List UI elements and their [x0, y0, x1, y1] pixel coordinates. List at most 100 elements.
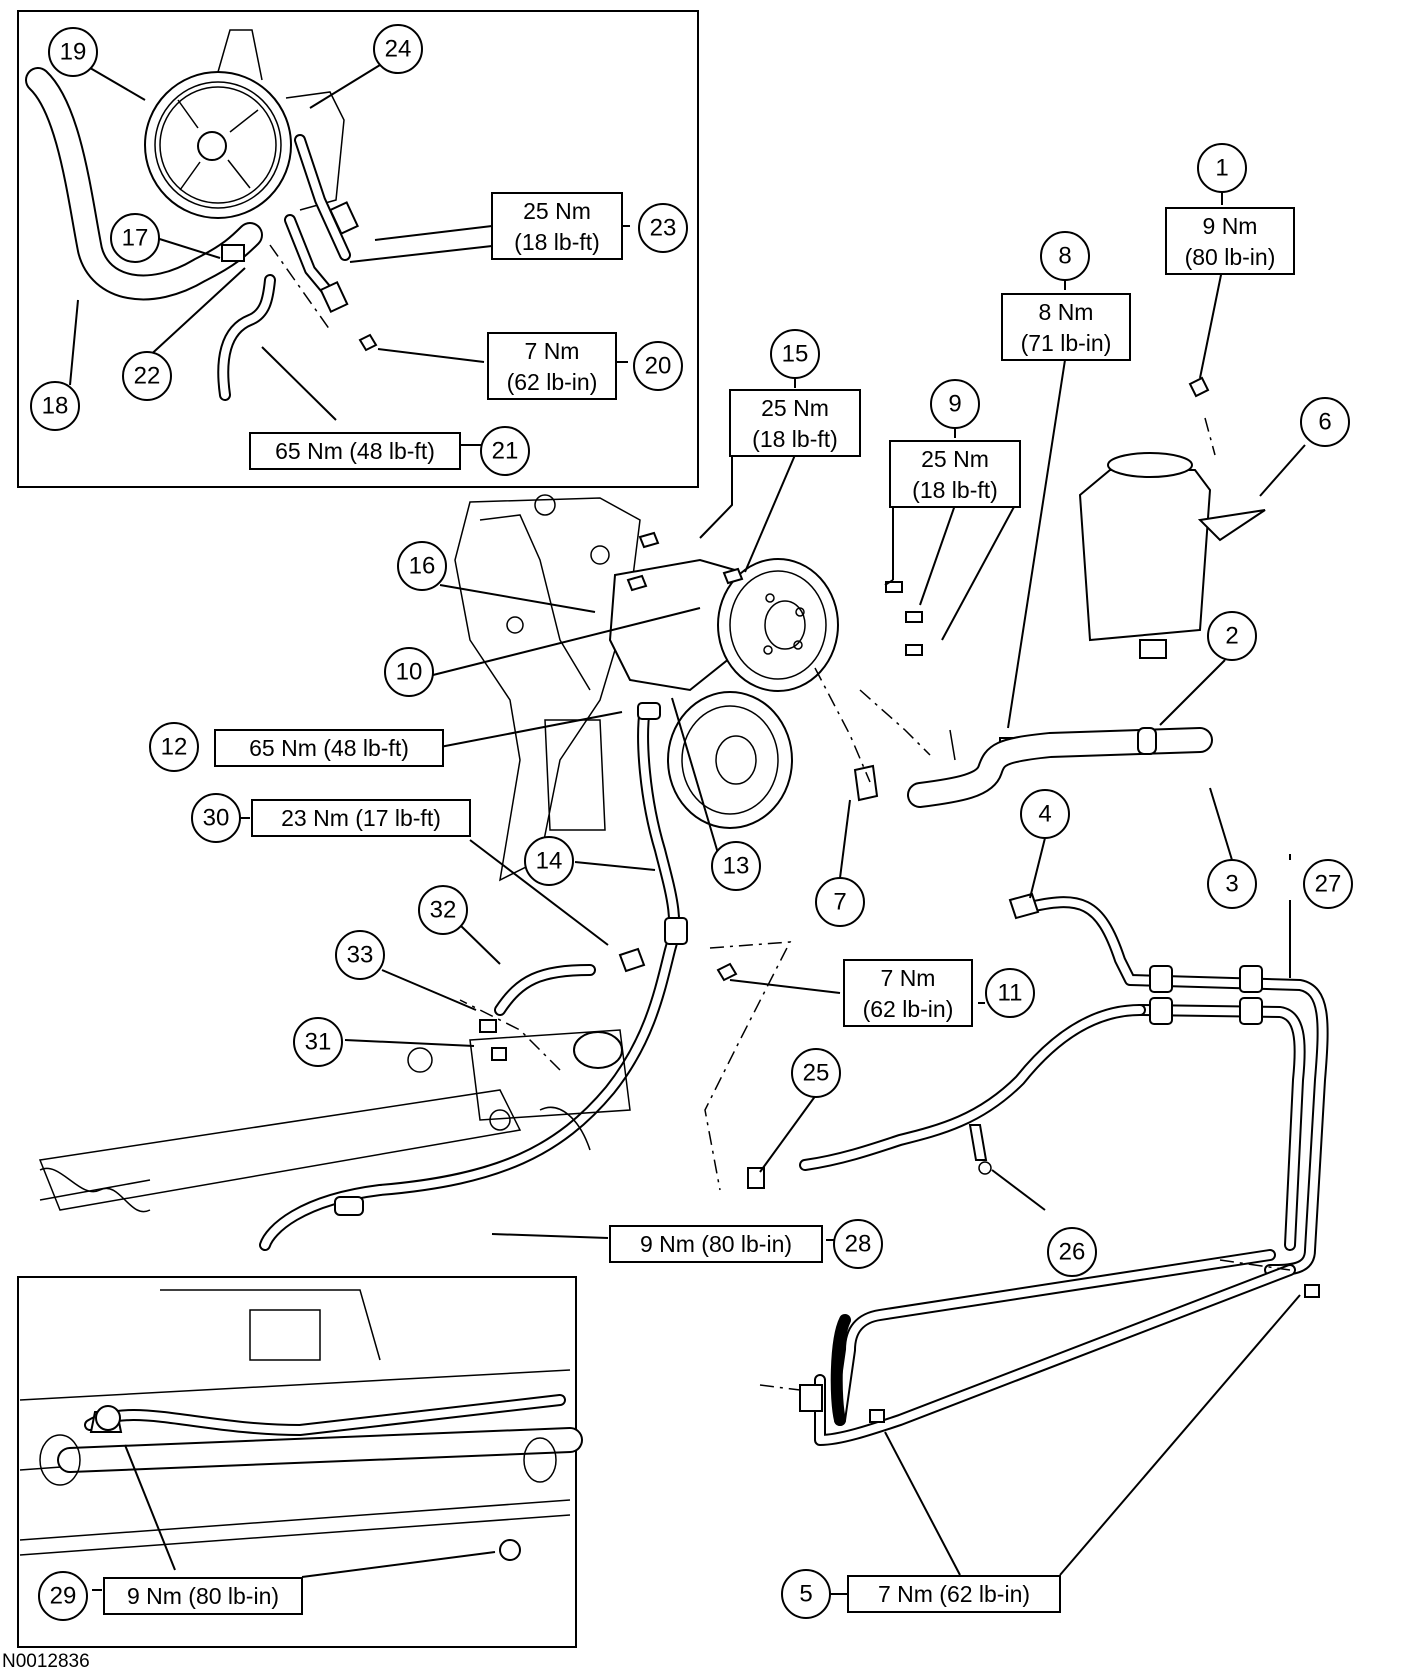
callout-30: 30 [191, 793, 241, 843]
svg-text:27: 27 [1315, 871, 1342, 898]
torque-box-11: 7 Nm (62 lb-in) [843, 959, 973, 1027]
fittings-31-32-33 [459, 947, 646, 1071]
inset-hose-18 [25, 67, 263, 301]
torque-box-23: 25 Nm (18 lb-ft) [491, 192, 623, 260]
svg-text:7: 7 [833, 889, 846, 916]
svg-text:24: 24 [385, 36, 412, 63]
callout-28: 28 [833, 1219, 883, 1269]
pressure-line [259, 702, 738, 1251]
torque-box-12: 65 Nm (48 lb-ft) [214, 729, 444, 767]
reservoir [1078, 452, 1266, 659]
callout-8: 8 [1040, 231, 1090, 281]
svg-text:7 Nm: 7 Nm [525, 338, 580, 364]
svg-text:22: 22 [134, 363, 161, 390]
svg-text:17: 17 [122, 225, 149, 252]
svg-text:1: 1 [1215, 155, 1228, 182]
svg-text:3: 3 [1225, 871, 1238, 898]
callout-26: 26 [1047, 1227, 1097, 1277]
svg-text:7 Nm: 7 Nm [881, 965, 936, 991]
svg-text:9 Nm: 9 Nm [1203, 213, 1258, 239]
svg-text:(71 lb-in): (71 lb-in) [1021, 330, 1112, 356]
svg-text:8: 8 [1058, 243, 1071, 270]
torque-box-30: 23 Nm (17 lb-ft) [251, 799, 471, 837]
svg-text:(62 lb-in): (62 lb-in) [507, 369, 598, 395]
svg-text:7 Nm (62 lb-in): 7 Nm (62 lb-in) [878, 1581, 1030, 1607]
svg-text:25 Nm: 25 Nm [761, 395, 829, 421]
svg-text:2: 2 [1225, 623, 1238, 650]
svg-text:25 Nm: 25 Nm [523, 198, 591, 224]
svg-text:10: 10 [396, 659, 423, 686]
ac-compressor [667, 691, 793, 829]
alignment-dashes [704, 417, 1291, 1391]
callout-27: 27 [1303, 859, 1353, 909]
leader-lines [69, 64, 1306, 1595]
torque-box-5: 7 Nm (62 lb-in) [847, 1575, 1061, 1613]
callout-10: 10 [384, 647, 434, 697]
torque-box-1: 9 Nm (80 lb-in) [1165, 207, 1295, 275]
callout-33: 33 [335, 930, 385, 980]
inset-bottom-left-drawing [19, 1289, 583, 1561]
torque-box-15: 25 Nm (18 lb-ft) [729, 389, 861, 457]
callout-12: 12 [149, 722, 199, 772]
callout-6: 6 [1300, 397, 1350, 447]
svg-text:11: 11 [998, 980, 1023, 1007]
svg-text:65 Nm (48 lb-ft): 65 Nm (48 lb-ft) [275, 438, 435, 464]
svg-text:9: 9 [948, 391, 961, 418]
power-steering-pump [608, 558, 839, 692]
svg-text:8 Nm: 8 Nm [1039, 299, 1094, 325]
svg-text:13: 13 [723, 853, 750, 880]
callout-25: 25 [791, 1048, 841, 1098]
svg-text:(80 lb-in): (80 lb-in) [1185, 244, 1276, 270]
svg-text:25 Nm: 25 Nm [921, 446, 989, 472]
callout-11: 11 [985, 968, 1035, 1018]
callout-2: 2 [1207, 611, 1257, 661]
callout-5: 5 [781, 1569, 831, 1619]
svg-text:14: 14 [536, 848, 563, 875]
svg-text:33: 33 [347, 942, 374, 969]
svg-text:29: 29 [50, 1583, 77, 1610]
callout-23: 23 [638, 203, 688, 253]
svg-text:6: 6 [1318, 409, 1331, 436]
torque-box-8: 8 Nm (71 lb-in) [1001, 293, 1131, 361]
svg-text:23 Nm (17 lb-ft): 23 Nm (17 lb-ft) [281, 805, 441, 831]
torque-box-20: 7 Nm (62 lb-in) [487, 332, 617, 400]
callout-16: 16 [397, 541, 447, 591]
svg-text:18: 18 [42, 393, 69, 420]
steering-gear [38, 1029, 631, 1213]
callout-9: 9 [930, 379, 980, 429]
svg-text:65 Nm (48 lb-ft): 65 Nm (48 lb-ft) [249, 735, 409, 761]
svg-text:9 Nm (80 lb-in): 9 Nm (80 lb-in) [127, 1583, 279, 1609]
callout-3: 3 [1207, 859, 1257, 909]
callout-7: 7 [815, 877, 865, 927]
svg-text:(18 lb-ft): (18 lb-ft) [752, 426, 838, 452]
svg-text:15: 15 [782, 341, 809, 368]
svg-text:(62 lb-in): (62 lb-in) [863, 996, 954, 1022]
svg-text:(18 lb-ft): (18 lb-ft) [514, 229, 600, 255]
torque-box-21: 65 Nm (48 lb-ft) [249, 432, 461, 470]
cooler-lines [747, 892, 1329, 1446]
inset-pressure-line [217, 134, 378, 401]
callout-15: 15 [770, 329, 820, 379]
figure-reference-code: N0012836 [2, 1651, 90, 1672]
svg-text:12: 12 [161, 734, 188, 761]
callout-1: 1 [1197, 143, 1247, 193]
callout-4: 4 [1020, 789, 1070, 839]
svg-text:4: 4 [1038, 801, 1051, 828]
svg-text:(18 lb-ft): (18 lb-ft) [912, 477, 998, 503]
callout-18: 18 [30, 381, 80, 431]
svg-text:23: 23 [650, 215, 677, 242]
svg-text:26: 26 [1059, 1239, 1086, 1266]
callout-32: 32 [418, 885, 468, 935]
callout-24: 24 [373, 24, 423, 74]
callout-19: 19 [48, 27, 98, 77]
callout-22: 22 [122, 351, 172, 401]
svg-text:32: 32 [430, 897, 457, 924]
callout-13: 13 [711, 841, 761, 891]
engine-bracket [454, 494, 641, 882]
inset-bottom-left-frame [17, 1276, 577, 1648]
svg-text:19: 19 [60, 39, 87, 66]
torque-box-9: 25 Nm (18 lb-ft) [889, 440, 1021, 508]
torque-box-29: 9 Nm (80 lb-in) [103, 1577, 303, 1615]
svg-text:16: 16 [409, 553, 436, 580]
